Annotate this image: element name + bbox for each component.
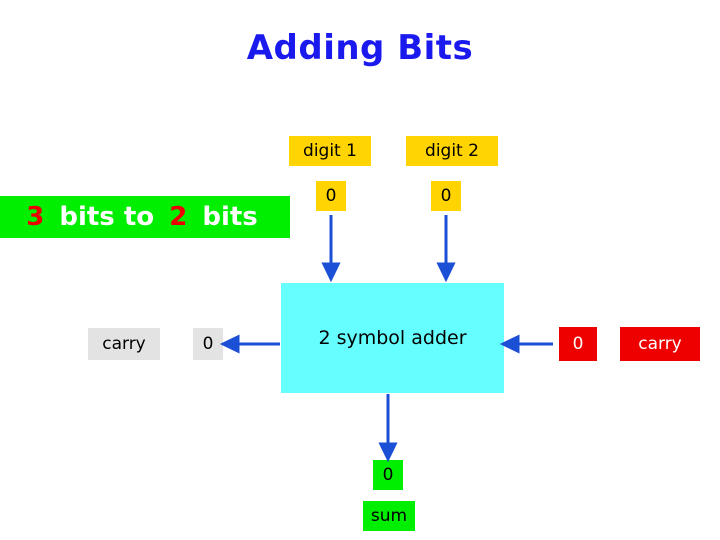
carry-out-label: carry <box>620 327 700 361</box>
digit-2-value: 0 <box>431 181 461 211</box>
banner-number-2: 2 <box>169 202 188 232</box>
sum-label: sum <box>363 501 415 531</box>
bits-conversion-banner: 3 bits to 2 bits <box>0 196 290 238</box>
banner-number-3: 3 <box>26 202 45 232</box>
carry-in-label: carry <box>88 328 160 360</box>
adder-box: 2 symbol adder <box>281 283 504 393</box>
digit-1-header: digit 1 <box>289 136 371 166</box>
banner-text-bits-to: bits to <box>59 202 155 232</box>
digit-1-value: 0 <box>316 181 346 211</box>
banner-text-bits: bits <box>202 202 258 232</box>
carry-out-value: 0 <box>559 327 597 361</box>
page-title: Adding Bits <box>246 28 474 68</box>
carry-in-value: 0 <box>193 328 223 360</box>
sum-value: 0 <box>373 460 403 490</box>
digit-2-header: digit 2 <box>406 136 498 166</box>
